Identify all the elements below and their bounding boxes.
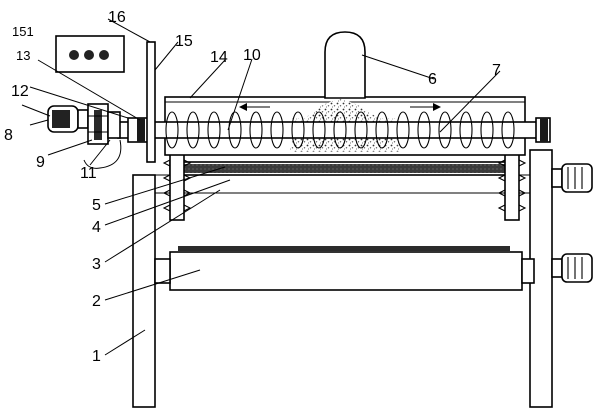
side-panel (146, 41, 156, 163)
label-9: 9 (36, 154, 45, 171)
screw-flight (354, 111, 368, 149)
screw-flight (480, 111, 494, 149)
drive-motor (47, 105, 89, 133)
label-10: 10 (243, 47, 261, 64)
screw-flight (270, 111, 284, 149)
screw-flight (312, 111, 326, 149)
leader-lines (21, 18, 501, 356)
label-3: 3 (92, 256, 101, 273)
screw-flight (165, 111, 179, 149)
sprocket-right (497, 147, 527, 221)
label-2: 2 (92, 293, 101, 310)
label-14: 14 (210, 49, 228, 66)
frame (132, 149, 553, 408)
screw-flight (375, 111, 389, 149)
label-6: 6 (428, 71, 437, 88)
label-13: 13 (16, 48, 30, 63)
lower-motor (551, 253, 593, 283)
hopper (324, 31, 366, 99)
screw-flight (396, 111, 410, 149)
label-8: 8 (4, 127, 13, 144)
label-151: 151 (12, 24, 34, 39)
screw-flight (228, 111, 242, 149)
label-5: 5 (92, 197, 101, 214)
label-11: 11 (80, 165, 97, 182)
screw-flight (207, 111, 221, 149)
label-4: 4 (92, 219, 101, 236)
indicator-light (84, 50, 94, 60)
screw-flight (291, 111, 305, 149)
upper-motor (551, 163, 593, 193)
screw-flight (333, 111, 347, 149)
gearbox (87, 103, 121, 145)
label-12: 12 (11, 83, 29, 100)
screw-shaft (117, 117, 551, 143)
label-15: 15 (175, 33, 193, 50)
screw-flight (249, 111, 263, 149)
screw-flight (438, 111, 452, 149)
indicator-light (99, 50, 109, 60)
screw-flight (501, 111, 515, 149)
label-7: 7 (492, 62, 501, 79)
indicator-light (69, 50, 79, 60)
label-16: 16 (108, 9, 126, 26)
screw-flights (165, 111, 515, 149)
screw-flight (459, 111, 473, 149)
sprocket-left (162, 147, 192, 221)
screw-flight (186, 111, 200, 149)
lower-roller (154, 246, 535, 291)
label-1: 1 (92, 348, 101, 365)
screw-flight (417, 111, 431, 149)
cable (83, 139, 122, 169)
control-box (55, 35, 125, 73)
